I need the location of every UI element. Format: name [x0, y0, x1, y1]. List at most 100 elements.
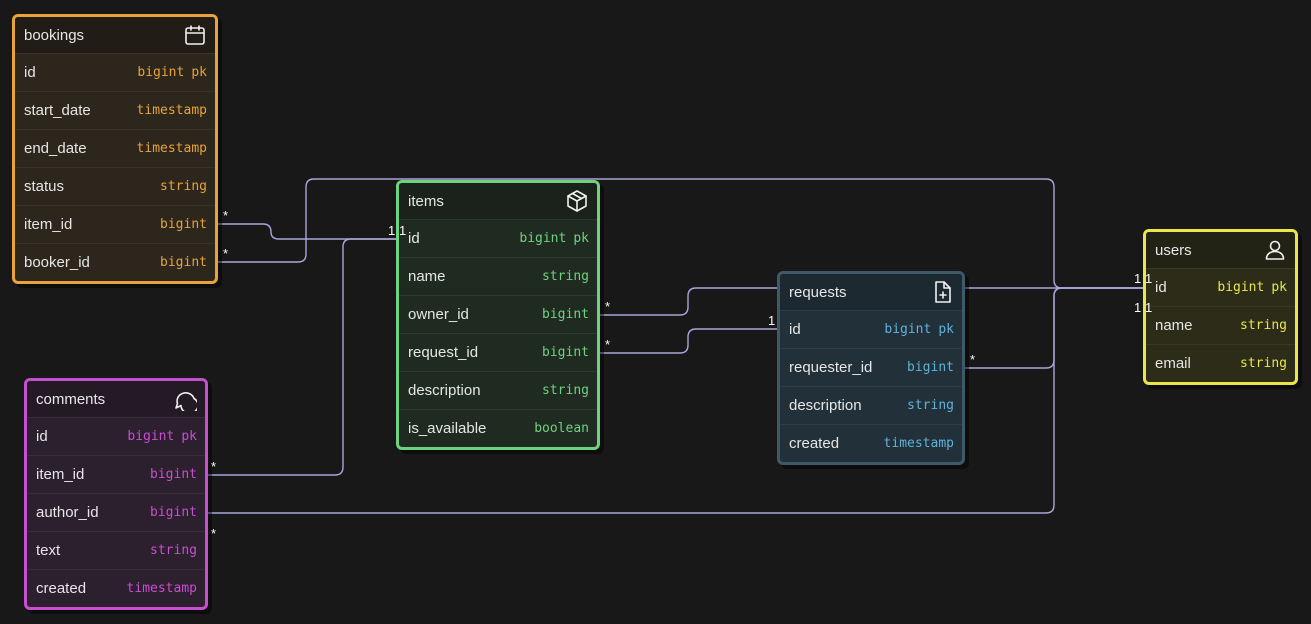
column-name: text — [36, 542, 61, 559]
column-type-label: string — [150, 543, 197, 558]
column-name: is_available — [408, 420, 487, 437]
users-column-email[interactable]: email string — [1146, 344, 1295, 382]
column-type-label: bigint — [884, 322, 932, 337]
cardinality-label: * — [211, 459, 217, 474]
column-type: string — [542, 383, 589, 398]
cardinality-label: 1 — [1134, 300, 1142, 315]
column-type-label: bigint — [1217, 280, 1265, 295]
users-column-name[interactable]: name string — [1146, 306, 1295, 344]
column-type: timestamp — [127, 581, 197, 596]
items-column-is-available[interactable]: is_available boolean — [399, 409, 597, 447]
column-type-label: timestamp — [136, 103, 207, 118]
column-name: description — [789, 397, 862, 414]
comments-column-text[interactable]: text string — [27, 531, 205, 569]
table-title: items — [408, 192, 444, 210]
column-name: requester_id — [789, 359, 873, 376]
relationship-bookings-item-id-to-items-id[interactable] — [217, 223, 403, 240]
table-title: users — [1155, 241, 1192, 259]
column-type-label: boolean — [534, 421, 589, 436]
column-name: name — [1155, 317, 1193, 334]
column-name: status — [24, 178, 65, 195]
requests-table-header[interactable]: requests — [780, 274, 962, 310]
cardinality-label: 1 — [768, 313, 776, 328]
column-type-label: string — [542, 383, 589, 398]
relationship-bookings-booker-id-to-users-id[interactable] — [217, 178, 1149, 289]
column-name: end_date — [24, 140, 87, 157]
column-type: string — [160, 179, 207, 194]
column-type-label: bigint — [542, 307, 589, 322]
column-type: timestamp — [884, 436, 954, 451]
relationship-items-request-id-to-requests-id[interactable] — [599, 328, 783, 354]
column-type-label: bigint — [150, 505, 197, 520]
file-plus-icon — [935, 281, 951, 303]
column-type: bigint — [160, 217, 207, 232]
column-name: description — [408, 382, 481, 399]
primary-key-badge: pk — [181, 429, 197, 444]
column-name: id — [1155, 279, 1167, 296]
cardinality-label: * — [223, 208, 229, 223]
column-type-label: string — [160, 179, 207, 194]
column-type: string — [150, 543, 197, 558]
cube-icon — [567, 190, 587, 212]
column-name: id — [36, 428, 48, 445]
comments-column-item-id[interactable]: item_id bigint — [27, 455, 205, 493]
relationship-requests-requester-id-to-users-id[interactable] — [964, 287, 1149, 369]
relationship-comments-author-id-to-users-id[interactable] — [205, 287, 1149, 514]
column-type-label: bigint — [519, 231, 567, 246]
bookings-column-status[interactable]: status string — [15, 167, 215, 205]
relationship-items-owner-id-to-users-id[interactable] — [599, 287, 1149, 316]
cardinality-label: 1 — [388, 223, 396, 238]
column-type: string — [1240, 318, 1287, 333]
primary-key-badge: pk — [191, 65, 207, 80]
requests-column-requester-id[interactable]: requester_id bigint — [780, 348, 962, 386]
column-name: booker_id — [24, 254, 90, 271]
column-type-label: bigint — [542, 345, 589, 360]
bookings-column-booker-id[interactable]: booker_id bigint — [15, 243, 215, 281]
column-type-label: bigint — [160, 255, 207, 270]
column-type: bigint — [160, 255, 207, 270]
comments-table-header[interactable]: comments — [27, 381, 205, 417]
column-type-label: timestamp — [136, 141, 207, 156]
calendar-icon — [185, 25, 205, 45]
user-icon — [1265, 240, 1285, 260]
column-type-label: bigint — [160, 217, 207, 232]
items-table-header[interactable]: items — [399, 183, 597, 219]
column-type: bigint — [907, 360, 954, 375]
items-column-description[interactable]: description string — [399, 371, 597, 409]
column-name: name — [408, 268, 446, 285]
column-type-label: bigint — [150, 467, 197, 482]
bookings-column-end-date[interactable]: end_date timestamp — [15, 129, 215, 167]
relationship-comments-item-id-to-items-id[interactable] — [205, 238, 403, 476]
requests-column-created[interactable]: created timestamp — [780, 424, 962, 462]
column-type: bigint — [542, 307, 589, 322]
column-type-label: string — [1240, 356, 1287, 371]
users-table-header[interactable]: users — [1146, 232, 1295, 268]
column-name: created — [789, 435, 840, 452]
column-name: item_id — [36, 466, 85, 483]
cardinality-label: * — [605, 299, 611, 314]
column-type-label: timestamp — [126, 581, 197, 596]
column-type-label: timestamp — [883, 436, 954, 451]
table-title: requests — [789, 283, 847, 301]
bookings-table-header[interactable]: bookings — [15, 17, 215, 53]
column-name: email — [1155, 355, 1191, 372]
cardinality-label: * — [211, 526, 217, 541]
